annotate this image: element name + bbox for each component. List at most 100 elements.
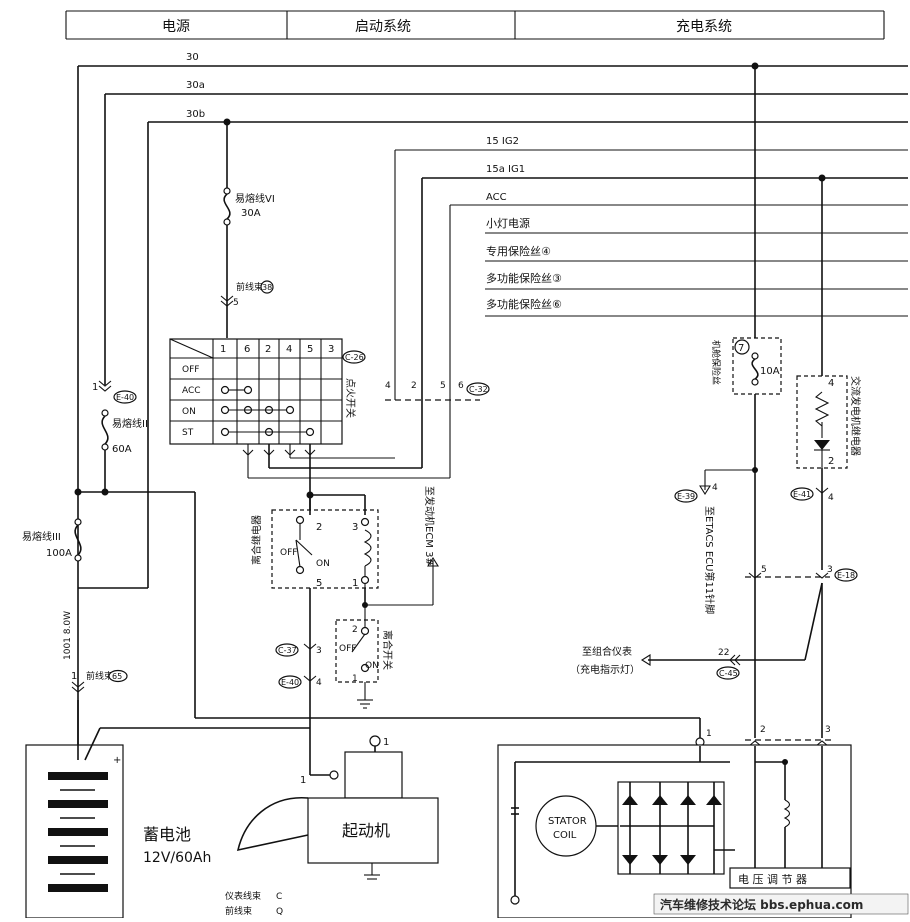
c32-pin-2: 2 bbox=[411, 381, 417, 391]
starter-name: 起动机 bbox=[342, 821, 390, 840]
gen-pin-2: 2 bbox=[760, 725, 766, 735]
relay-pin-2: 2 bbox=[316, 522, 322, 533]
regulator-label: 电 压 调 节 器 bbox=[738, 873, 807, 886]
battery-name: 蓄电池 bbox=[143, 825, 191, 844]
clutch-off: OFF bbox=[339, 644, 356, 654]
charging-fuse-num: 7 bbox=[738, 343, 744, 354]
charging-fuse-name: 机舱保险丝 bbox=[710, 340, 722, 385]
etacs-label: 至ETACS ECU第11针脚 bbox=[703, 506, 716, 614]
c37-connector: C-37 bbox=[278, 646, 297, 655]
c45-pin: 22 bbox=[718, 648, 729, 658]
ign-col-2: 2 bbox=[265, 344, 271, 355]
fusible-vi-name: 易熔线VI bbox=[235, 192, 275, 205]
legend-1-label: 仪表线束 bbox=[225, 890, 261, 902]
relay-on: ON bbox=[316, 559, 330, 569]
header-bar: 电源 启动系统 充电系统 bbox=[65, 10, 885, 40]
header-charging: 充电系统 bbox=[676, 19, 732, 35]
relay-pin-5: 5 bbox=[316, 578, 322, 589]
legend-2-label: 前线束 bbox=[225, 905, 252, 917]
wire-label: 1001 8.0W bbox=[63, 611, 73, 660]
e18-connector: E-18 bbox=[837, 571, 855, 580]
bus-small-light: 小灯电源 bbox=[486, 216, 530, 230]
bus-lines: 30 30a 30b 15 IG2 15a IG1 ACC 小灯电源 专用保险丝… bbox=[77, 52, 908, 745]
ignition-switch: 1 6 2 4 5 3 OFF ACC ON ST C-26 点火开关 bbox=[169, 338, 490, 510]
stator-label: STATOR bbox=[548, 816, 587, 827]
clutch-relay: 2 3 1 5 OFF ON 离合继电器 至发动机ECM 3# bbox=[250, 486, 439, 760]
e18-pin-5: 5 bbox=[761, 565, 767, 575]
bus-15-label: 15 IG2 bbox=[486, 136, 519, 147]
fusible-iii-rating: 100A bbox=[46, 548, 72, 559]
coil-label: COIL bbox=[553, 830, 577, 841]
ign-row-st: ST bbox=[182, 428, 194, 438]
legend-2-code: Q bbox=[276, 907, 283, 917]
cluster-sub: （充电指示灯） bbox=[570, 663, 640, 676]
left-harness-label: 前线束 bbox=[86, 670, 113, 682]
gen-pin-3: 3 bbox=[825, 725, 831, 735]
relay-pin-4: 4 bbox=[828, 378, 834, 389]
ign-col-3: 3 bbox=[328, 344, 334, 355]
c32-connector: C-32 bbox=[469, 385, 488, 394]
e40-connector: E-40 bbox=[281, 678, 299, 687]
starter-pin-1b: 1 bbox=[383, 737, 389, 748]
vi-harness-code: 38 bbox=[262, 283, 272, 292]
watermark-text: 汽车维修技术论坛 bbs.ephua.com bbox=[660, 897, 863, 912]
relay-off: OFF bbox=[280, 548, 297, 558]
fusible-link-vi: 易熔线VI 30A 前线束 38 5 bbox=[220, 122, 275, 338]
legend: 仪表线束 C 前线束 Q bbox=[225, 890, 283, 917]
ign-col-5: 5 bbox=[307, 344, 313, 355]
bus-30-label: 30 bbox=[186, 52, 199, 63]
e18-pin-3: 3 bbox=[827, 565, 833, 575]
ign-col-6: 6 bbox=[244, 344, 250, 355]
left-pin: 1 bbox=[71, 671, 77, 682]
left-harness-code: 65 bbox=[112, 672, 122, 681]
ign-col-4: 4 bbox=[286, 344, 292, 355]
bus-30b-label: 30b bbox=[186, 109, 205, 120]
e40-pin: 4 bbox=[316, 678, 322, 688]
charging-system: 7 10A 机舱保险丝 E-39 4 至ETACS ECU第11针脚 4 2 交… bbox=[497, 66, 862, 919]
starter-motor: 1 1 起动机 bbox=[236, 735, 439, 880]
e39-connector: E-39 bbox=[677, 492, 695, 501]
c32-pin-4: 4 bbox=[385, 381, 391, 391]
watermark: 汽车维修技术论坛 bbs.ephua.com bbox=[653, 893, 909, 915]
fusible-ii-name: 易熔线II bbox=[112, 417, 148, 430]
bus-fuse6: 多功能保险丝⑥ bbox=[486, 297, 562, 311]
clutch-on: ON bbox=[365, 661, 379, 671]
battery-plus: + bbox=[113, 755, 121, 766]
fl2-connector: E-40 bbox=[116, 393, 134, 402]
header-starting: 启动系统 bbox=[355, 19, 411, 35]
ecm-label: 至发动机ECM 3# bbox=[423, 486, 436, 566]
ign-col-1: 1 bbox=[220, 344, 226, 355]
header-power: 电源 bbox=[162, 19, 190, 35]
vi-pin: 5 bbox=[233, 298, 239, 308]
gen-pin-1: 1 bbox=[706, 729, 712, 739]
alt-relay-name: 交流发电机继电器 bbox=[849, 376, 862, 456]
ign-row-on: ON bbox=[182, 407, 196, 417]
clutch-switch: OFF ON 2 1 离合开关 C-37 3 E-40 4 bbox=[275, 605, 394, 709]
c45-connector: C-45 bbox=[719, 669, 738, 678]
battery-spec: 12V/60Ah bbox=[143, 850, 211, 866]
relay-name: 离合继电器 bbox=[250, 515, 263, 565]
c32-pin-5: 5 bbox=[440, 381, 446, 391]
ign-name: 点火开关 bbox=[344, 378, 357, 418]
c32-pin-6: 6 bbox=[458, 381, 464, 391]
e41-connector: E-41 bbox=[793, 490, 811, 499]
bus-15a-label: 15a IG1 bbox=[486, 164, 525, 175]
relay-pin-1: 1 bbox=[352, 578, 358, 589]
ign-row-off: OFF bbox=[182, 365, 199, 375]
clutch-name: 离合开关 bbox=[381, 630, 394, 670]
fusible-link-ii: 1 E-40 易熔线II 60A bbox=[74, 380, 701, 738]
relay-pin-3: 3 bbox=[352, 522, 358, 533]
battery: + 蓄电池 12V/60Ah bbox=[25, 700, 310, 919]
vi-harness-label: 前线束 bbox=[236, 281, 263, 293]
c37-pin: 3 bbox=[316, 646, 322, 656]
ign-connector: C-26 bbox=[345, 353, 364, 362]
bus-acc-label: ACC bbox=[486, 192, 507, 203]
e41-pin: 4 bbox=[828, 493, 834, 503]
starter-pin-1: 1 bbox=[300, 775, 306, 786]
fusible-iii-name: 易熔线III bbox=[22, 530, 61, 543]
bus-fuse3: 多功能保险丝③ bbox=[486, 271, 562, 285]
fl2-pin: 1 bbox=[92, 382, 98, 393]
legend-1-code: C bbox=[276, 892, 282, 902]
